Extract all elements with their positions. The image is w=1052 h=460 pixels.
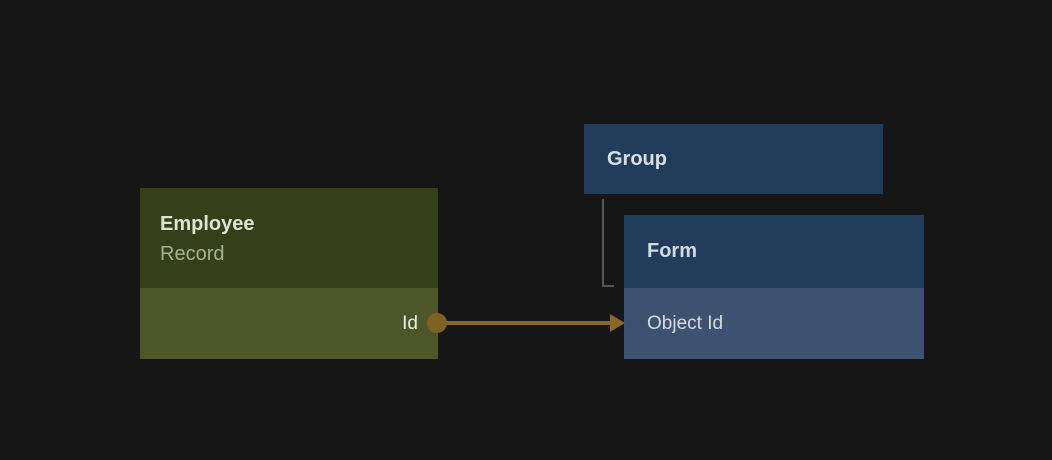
employee-field-id-label: Id (402, 312, 418, 334)
form-node-header[interactable]: Form (624, 215, 924, 288)
group-node-title: Group (607, 147, 667, 170)
form-field-object-id-label: Object Id (647, 312, 724, 334)
employee-field-id[interactable]: Id (140, 288, 438, 359)
group-form-connector-edge[interactable] (602, 199, 614, 287)
form-field-object-id[interactable]: Object Id (624, 288, 924, 359)
form-node[interactable]: Form Object Id (624, 215, 924, 359)
employee-node-subtitle: Record (160, 243, 225, 265)
id-to-objectid-arrowhead-icon (610, 314, 625, 332)
group-node[interactable]: Group (584, 124, 883, 194)
employee-node-header[interactable]: Employee Record (140, 188, 438, 288)
employee-node[interactable]: Employee Record Id (140, 188, 438, 359)
employee-node-title: Employee (160, 213, 255, 235)
employee-id-port[interactable] (427, 313, 447, 333)
form-node-title: Form (647, 240, 697, 262)
